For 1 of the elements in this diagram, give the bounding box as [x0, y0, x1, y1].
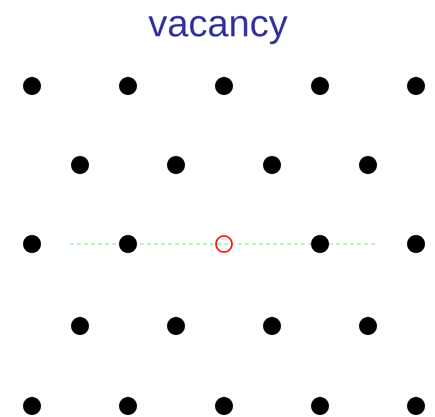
title: vacancy	[148, 16, 288, 44]
